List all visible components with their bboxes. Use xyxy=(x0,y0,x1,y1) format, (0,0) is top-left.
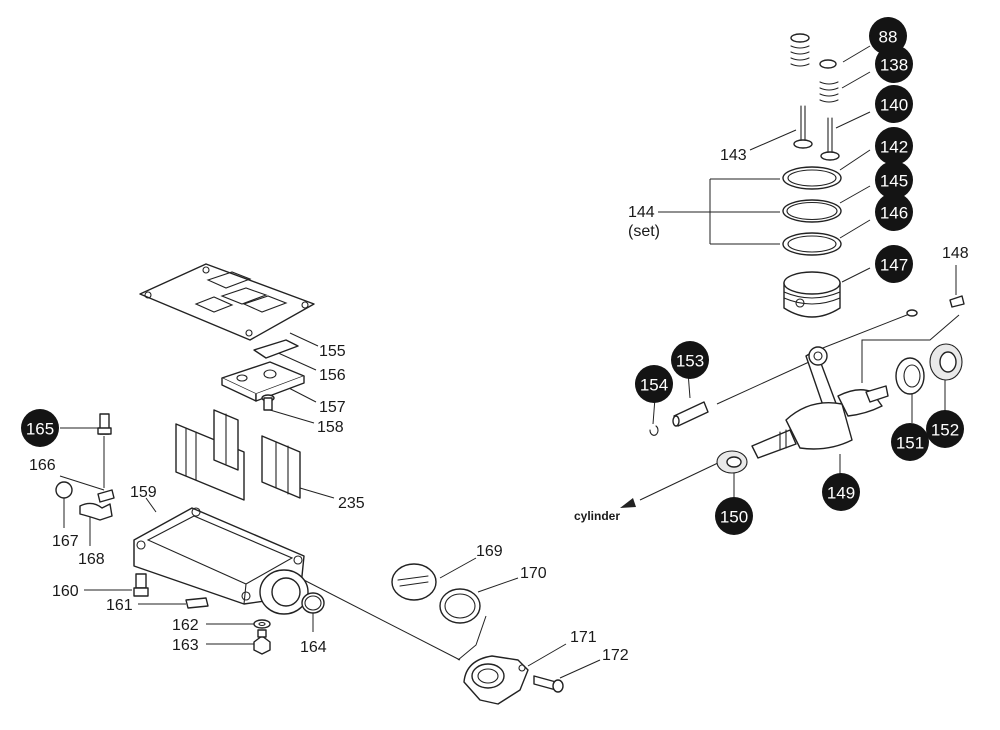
callout-140[interactable]: 140 xyxy=(875,85,913,123)
key-drawing xyxy=(949,295,965,308)
callout-161[interactable]: 161 xyxy=(106,597,133,614)
valve-plate-drawing xyxy=(221,361,305,402)
svg-text:165: 165 xyxy=(26,420,54,439)
crankshaft-drawing xyxy=(751,309,918,459)
plain-callouts: 143 144 (set) 148 155 156 157 158 235 16… xyxy=(29,147,969,664)
cylinder-direction-label: cylinder xyxy=(574,509,620,523)
svg-text:145: 145 xyxy=(880,172,908,191)
callout-138[interactable]: 138 xyxy=(875,45,913,83)
screw-drawing xyxy=(261,394,275,411)
bearing-drawing xyxy=(716,343,963,474)
oil-cap-drawing xyxy=(391,563,481,624)
drain-bolt-drawing xyxy=(133,573,271,655)
svg-text:146: 146 xyxy=(880,204,908,223)
callout-170[interactable]: 170 xyxy=(520,565,547,582)
callout-171[interactable]: 171 xyxy=(570,629,597,646)
svg-text:138: 138 xyxy=(880,56,908,75)
callout-158[interactable]: 158 xyxy=(317,419,344,436)
callout-155[interactable]: 155 xyxy=(319,343,346,360)
callout-163[interactable]: 163 xyxy=(172,637,199,654)
fitting-drawing xyxy=(55,413,115,521)
callout-153[interactable]: 153 xyxy=(671,341,709,379)
callout-164[interactable]: 164 xyxy=(300,639,327,656)
callout-146[interactable]: 146 xyxy=(875,193,913,231)
callout-147[interactable]: 147 xyxy=(875,245,913,283)
piston-drawing xyxy=(783,271,841,318)
gasket-drawing xyxy=(139,263,315,341)
svg-text:150: 150 xyxy=(720,508,748,527)
callout-154[interactable]: 154 xyxy=(635,365,673,403)
callout-144[interactable]: 144 xyxy=(628,204,655,221)
callout-169[interactable]: 169 xyxy=(476,543,503,560)
svg-text:88: 88 xyxy=(879,28,898,47)
callout-145[interactable]: 145 xyxy=(875,161,913,199)
callout-143[interactable]: 143 xyxy=(720,147,747,164)
callout-142[interactable]: 142 xyxy=(875,127,913,165)
crankcase-drawing xyxy=(133,507,309,615)
callout-157[interactable]: 157 xyxy=(319,399,346,416)
callout-167[interactable]: 167 xyxy=(52,533,79,550)
callout-152[interactable]: 152 xyxy=(926,410,964,448)
svg-text:153: 153 xyxy=(676,352,704,371)
callout-166[interactable]: 166 xyxy=(29,457,56,474)
svg-text:147: 147 xyxy=(880,256,908,275)
valve-drawing xyxy=(793,105,840,161)
callout-149[interactable]: 149 xyxy=(822,473,860,511)
callout-144-set-note: (set) xyxy=(628,223,660,240)
valve-spring-retainer-drawing xyxy=(790,33,839,103)
svg-text:152: 152 xyxy=(931,421,959,440)
piston-rings-drawing xyxy=(782,166,842,256)
oil-seal-drawing xyxy=(895,357,925,395)
callout-160[interactable]: 160 xyxy=(52,583,79,600)
o-ring-drawing xyxy=(301,592,325,614)
callout-235[interactable]: 235 xyxy=(338,495,365,512)
baffle-drawing xyxy=(175,409,301,501)
svg-text:140: 140 xyxy=(880,96,908,115)
plate-drawing xyxy=(253,339,299,359)
callout-156[interactable]: 156 xyxy=(319,367,346,384)
callout-172[interactable]: 172 xyxy=(602,647,629,664)
callout-159[interactable]: 159 xyxy=(130,484,157,501)
svg-text:142: 142 xyxy=(880,138,908,157)
callout-151[interactable]: 151 xyxy=(891,423,929,461)
svg-text:151: 151 xyxy=(896,434,924,453)
leader-lines xyxy=(59,45,960,679)
callout-150[interactable]: 150 xyxy=(715,497,753,535)
oil-filler-drawing xyxy=(463,655,564,705)
svg-text:154: 154 xyxy=(640,376,668,395)
svg-text:149: 149 xyxy=(827,484,855,503)
callout-168[interactable]: 168 xyxy=(78,551,105,568)
callout-162[interactable]: 162 xyxy=(172,617,199,634)
callout-165[interactable]: 165 xyxy=(21,409,59,447)
piston-pin-drawing xyxy=(649,401,709,436)
callout-148[interactable]: 148 xyxy=(942,245,969,262)
